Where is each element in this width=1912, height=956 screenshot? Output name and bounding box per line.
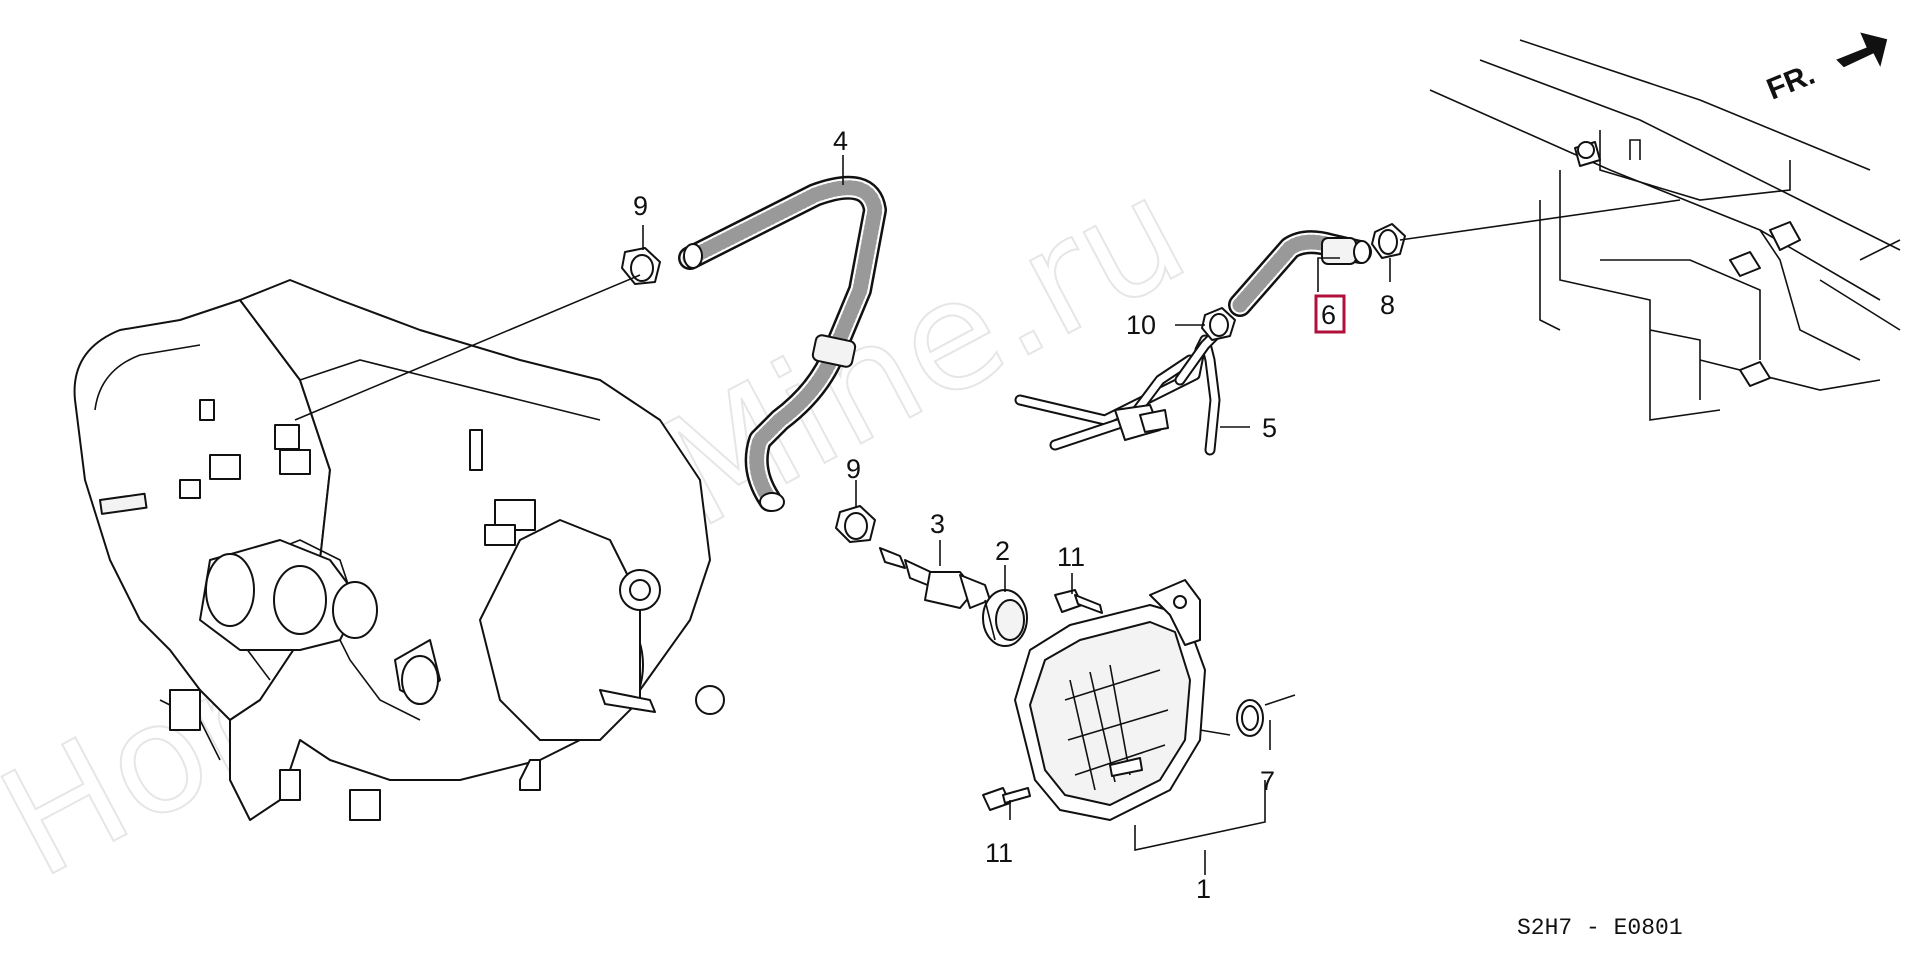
callout-5[interactable]: 5	[1262, 413, 1277, 443]
hose-clamp-9-upper	[621, 247, 661, 285]
hose-clamp-10	[1201, 307, 1236, 341]
front-direction-label: FR.	[1762, 58, 1819, 107]
flange-bolt-11-lower	[982, 787, 1031, 811]
callout-9-lower[interactable]: 9	[846, 454, 861, 484]
front-direction-indicator: FR.	[1762, 32, 1888, 107]
callout-10[interactable]: 10	[1126, 310, 1156, 340]
hose-clamp-9-lower	[835, 505, 876, 543]
callout-3[interactable]: 3	[930, 509, 945, 539]
callout-11-upper[interactable]: 11	[1057, 542, 1085, 572]
callout-1[interactable]: 1	[1196, 874, 1211, 904]
leader-lines	[294, 155, 1681, 875]
pcv-valve-3	[879, 547, 991, 609]
callout-6[interactable]: 6	[1321, 300, 1336, 330]
callout-2[interactable]: 2	[995, 536, 1010, 566]
callout-4[interactable]: 4	[833, 126, 848, 156]
breather-hose-6	[1228, 230, 1372, 317]
o-ring-7	[1236, 699, 1264, 737]
breather-chamber-1	[1014, 579, 1206, 821]
intake-manifold	[73, 279, 725, 821]
callout-9-upper[interactable]: 9	[633, 191, 648, 221]
callout-6-highlight-box	[1314, 294, 1346, 334]
breather-hose-4	[678, 175, 887, 512]
pcv-grommet-2	[982, 589, 1028, 647]
cylinder-head-outline	[1429, 39, 1901, 421]
callout-7[interactable]: 7	[1260, 766, 1275, 796]
callout-8[interactable]: 8	[1380, 290, 1395, 320]
callout-11-lower[interactable]: 11	[985, 838, 1013, 868]
flange-bolt-11-upper	[1054, 589, 1103, 614]
hose-clamp-8	[1371, 223, 1406, 259]
diagram-code: S2H7 - E0801	[1517, 915, 1683, 941]
front-arrow-icon	[1836, 32, 1888, 68]
